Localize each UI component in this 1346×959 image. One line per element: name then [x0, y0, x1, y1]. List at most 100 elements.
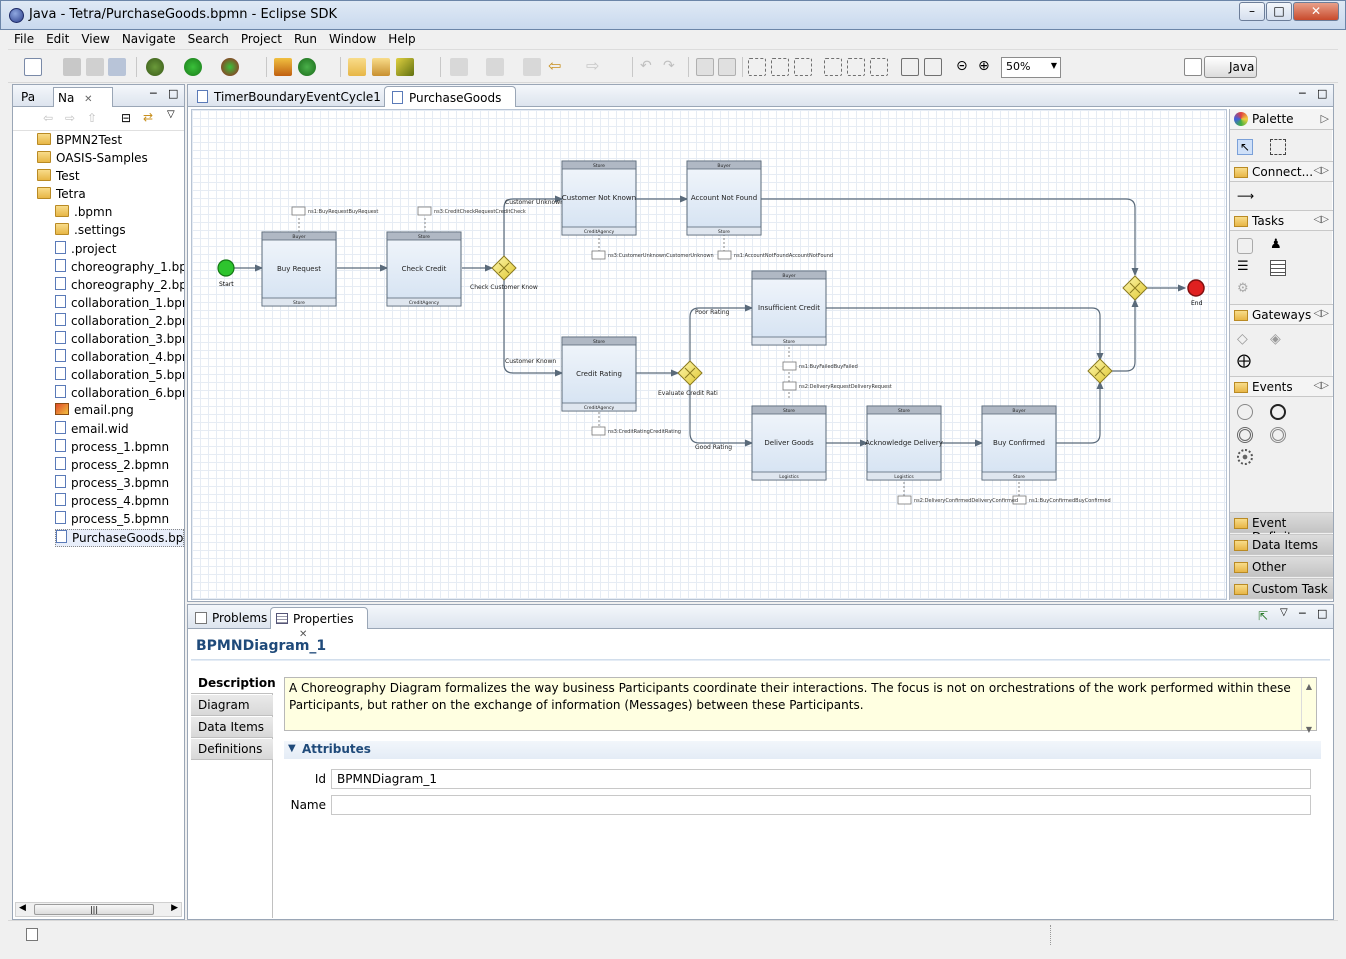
- run-external-icon[interactable]: [221, 58, 239, 76]
- menu-file[interactable]: File: [14, 32, 35, 46]
- side-tab-description[interactable]: Description: [191, 673, 276, 694]
- sequence-flow-icon[interactable]: ⟶: [1237, 189, 1255, 203]
- close-button[interactable]: ✕: [1293, 2, 1339, 21]
- horizontal-scrollbar[interactable]: ◀ ||| ▶: [15, 902, 182, 917]
- copy-icon[interactable]: [696, 58, 714, 76]
- marquee-tool-icon[interactable]: [1270, 139, 1286, 155]
- new-icon[interactable]: [24, 58, 42, 76]
- undo-icon[interactable]: ↶: [640, 58, 652, 74]
- tab-timer-boundary[interactable]: TimerBoundaryEventCycle1: [190, 86, 382, 107]
- align-left-icon[interactable]: [748, 58, 766, 76]
- palette-section-custom-task[interactable]: Custom Task: [1230, 578, 1333, 599]
- link-editor-icon[interactable]: ⇄: [143, 110, 154, 124]
- select-tool-icon[interactable]: ↖: [1237, 139, 1253, 155]
- side-tab-definitions[interactable]: Definitions: [191, 739, 273, 760]
- open-perspective-icon[interactable]: [1184, 58, 1202, 76]
- start-event-icon[interactable]: [1237, 404, 1253, 420]
- side-tab-data-items[interactable]: Data Items: [191, 717, 273, 738]
- up-icon[interactable]: ⇧: [87, 111, 98, 125]
- business-rule-task-icon[interactable]: [1270, 260, 1286, 276]
- new-class-icon[interactable]: [298, 58, 316, 76]
- match-width-icon[interactable]: [901, 58, 919, 76]
- tree-item[interactable]: Tetra: [37, 187, 182, 205]
- tree-item[interactable]: choreography_1.bpmn: [55, 259, 184, 277]
- tree-item[interactable]: choreography_2.bpmn: [55, 277, 184, 295]
- close-icon[interactable]: ✕: [84, 94, 93, 105]
- collapse-all-icon[interactable]: ⊟: [121, 111, 132, 125]
- menu-project[interactable]: Project: [240, 32, 282, 46]
- palette-header[interactable]: Palette▷: [1230, 109, 1333, 130]
- tree-item[interactable]: collaboration_2.bpmn: [55, 313, 184, 331]
- close-icon[interactable]: ✕: [299, 629, 308, 640]
- open-resource-icon[interactable]: [372, 58, 390, 76]
- description-scrollbar[interactable]: ▲▼: [1301, 678, 1316, 734]
- side-tab-diagram[interactable]: Diagram: [191, 695, 273, 716]
- menu-search[interactable]: Search: [187, 32, 229, 46]
- run-icon[interactable]: [184, 58, 202, 76]
- maximize-button[interactable]: □: [1266, 2, 1292, 21]
- user-task-icon[interactable]: ♟: [1270, 237, 1282, 252]
- tree-item[interactable]: email.wid: [55, 421, 184, 439]
- service-task-icon[interactable]: ⚙: [1237, 281, 1249, 296]
- tab-purchase-goods[interactable]: PurchaseGoods ✕: [384, 86, 516, 119]
- minimize-icon[interactable]: ─: [1299, 87, 1306, 100]
- tree-item[interactable]: PurchaseGoods.bpmn: [55, 529, 184, 547]
- paste-icon[interactable]: [718, 58, 736, 76]
- script-task-icon[interactable]: ☰: [1237, 259, 1249, 274]
- tree-item[interactable]: collaboration_1.bpmn: [55, 295, 184, 313]
- scroll-thumb[interactable]: |||: [34, 904, 154, 915]
- open-type-icon[interactable]: [348, 58, 366, 76]
- last-edit-icon[interactable]: [523, 58, 541, 76]
- zoom-out-icon[interactable]: ⊝: [956, 58, 968, 74]
- description-text[interactable]: A Choreography Diagram formalizes the wa…: [284, 677, 1317, 734]
- tree-item[interactable]: collaboration_4.bpmn: [55, 349, 184, 367]
- save-icon[interactable]: [63, 58, 81, 76]
- task-icon[interactable]: [1237, 238, 1253, 254]
- palette-section-tasks[interactable]: Tasks◁▷: [1230, 210, 1333, 231]
- fast-view-icon[interactable]: [26, 928, 38, 941]
- back-icon[interactable]: ⇦: [43, 111, 54, 125]
- id-field[interactable]: BPMNDiagram_1: [331, 769, 1311, 789]
- tree-item[interactable]: process_1.bpmn: [55, 439, 184, 457]
- forward-icon[interactable]: ⇨: [65, 111, 76, 125]
- java-perspective-button[interactable]: Java: [1204, 56, 1257, 78]
- new-package-icon[interactable]: [274, 58, 292, 76]
- redo-icon[interactable]: ↷: [663, 58, 675, 74]
- menu-run[interactable]: Run: [293, 32, 317, 46]
- tree-item[interactable]: email.png: [55, 403, 184, 421]
- palette-section-other[interactable]: Other: [1230, 556, 1333, 577]
- end-event[interactable]: [1187, 279, 1205, 297]
- tree-item[interactable]: process_2.bpmn: [55, 457, 184, 475]
- match-height-icon[interactable]: [924, 58, 942, 76]
- name-field[interactable]: [331, 795, 1311, 815]
- tree-item[interactable]: process_4.bpmn: [55, 493, 184, 511]
- palette-section-event-definitions[interactable]: Event Definit...: [1230, 512, 1333, 544]
- parallel-gateway-icon[interactable]: ◈: [1270, 331, 1281, 347]
- tree-item[interactable]: .bpmn: [55, 205, 184, 223]
- forward-icon[interactable]: ⇨: [586, 56, 600, 75]
- save-all-icon[interactable]: [86, 58, 104, 76]
- align-bottom-icon[interactable]: [870, 58, 888, 76]
- align-middle-icon[interactable]: [847, 58, 865, 76]
- view-menu-icon[interactable]: ▽: [1280, 607, 1288, 618]
- tree-item[interactable]: collaboration_5.bpmn: [55, 367, 184, 385]
- tree-item[interactable]: collaboration_6.bpmn: [55, 385, 184, 403]
- minimize-icon[interactable]: ─: [1299, 607, 1306, 620]
- tree-item[interactable]: process_3.bpmn: [55, 475, 184, 493]
- tree-item[interactable]: Test: [37, 169, 182, 187]
- menu-window[interactable]: Window: [328, 32, 377, 46]
- tab-problems[interactable]: Problems: [190, 607, 268, 629]
- end-event-icon[interactable]: [1270, 404, 1286, 420]
- menu-edit[interactable]: Edit: [46, 32, 70, 46]
- boundary-event-icon[interactable]: [1237, 449, 1253, 465]
- maximize-icon[interactable]: □: [168, 87, 179, 100]
- event-gateway-icon[interactable]: ⨁: [1237, 353, 1251, 369]
